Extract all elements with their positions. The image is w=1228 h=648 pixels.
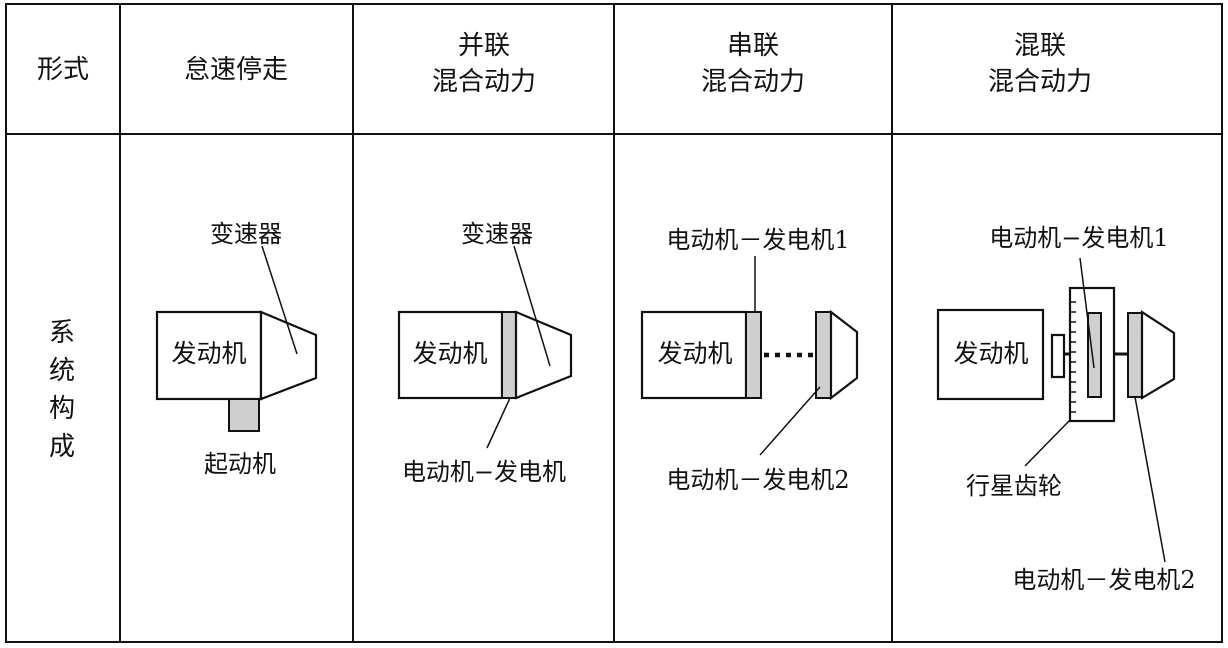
parallel-transmission-shape xyxy=(514,310,573,400)
parallel-hybrid-diagram: 变速器 发动机 电动机−发电机 xyxy=(397,220,573,486)
series-output-shape xyxy=(829,309,859,401)
idle-engine-label: 发动机 xyxy=(171,339,246,368)
series-mg2-bar xyxy=(815,311,832,399)
mixed-output-shape xyxy=(1140,309,1176,400)
mixed-mg1-label: 电动机−发电机1 xyxy=(989,224,1168,252)
mixed-planetary-gear-leader xyxy=(1024,419,1071,467)
series-mg2-leader xyxy=(759,386,821,456)
idle-transmission-label: 变速器 xyxy=(210,220,282,248)
parallel-motor-generator-bar xyxy=(501,311,517,399)
header-mixed-line1: 混联 xyxy=(1014,31,1066,61)
header-mixed-line2: 混合动力 xyxy=(988,67,1092,97)
idle-transmission-leader xyxy=(261,245,298,355)
mixed-mg2-bar xyxy=(1127,312,1143,398)
mixed-planetary-gear-teeth xyxy=(1070,301,1076,413)
header-series-line1: 串联 xyxy=(727,31,779,61)
idle-starter-label: 起动机 xyxy=(204,450,276,478)
series-engine-label: 发动机 xyxy=(657,339,732,368)
series-mg1-bar xyxy=(745,311,762,399)
idle-transmission-shape xyxy=(259,310,318,401)
mixed-mg2-leader xyxy=(1134,396,1166,563)
parallel-motor-generator-leader xyxy=(486,397,511,449)
series-engine-box xyxy=(640,310,748,400)
header-form: 形式 xyxy=(37,55,89,85)
mixed-mg1-leader xyxy=(1079,257,1095,369)
parallel-motor-generator-label: 电动机−发电机 xyxy=(402,458,566,486)
series-mg1-label: 电动机－发电机1 xyxy=(666,226,849,254)
row-label-system-composition: 系 统 构 成 xyxy=(49,318,75,462)
mixed-hybrid-diagram: 电动机−发电机1 发动机 行星齿轮 电动机－发电机2 xyxy=(936,224,1196,594)
series-mg2-label: 电动机－发电机2 xyxy=(666,466,849,494)
mixed-engine-label: 发动机 xyxy=(953,339,1028,368)
header-series-line2: 混合动力 xyxy=(701,67,805,97)
mixed-planetary-gear-label: 行星齿轮 xyxy=(966,472,1062,500)
mixed-engine-box xyxy=(936,308,1045,401)
mixed-mg1-bar xyxy=(1087,312,1102,398)
table-grid xyxy=(5,3,1223,643)
row-label-char-2: 统 xyxy=(49,356,75,386)
header-row: 形式 怠速停走 并联 混合动力 串联 混合动力 混联 混合动力 xyxy=(37,31,1092,97)
mixed-mg2-label: 电动机－发电机2 xyxy=(1012,566,1195,594)
row-label-char-4: 成 xyxy=(49,432,75,462)
parallel-transmission-leader xyxy=(513,245,551,367)
header-parallel-line1: 并联 xyxy=(458,31,510,61)
header-idle-stop: 怠速停走 xyxy=(184,55,288,85)
mixed-input-shaft-stub xyxy=(1050,333,1066,379)
row-label-char-1: 系 xyxy=(49,318,75,348)
parallel-transmission-label: 变速器 xyxy=(461,220,533,248)
parallel-engine-label: 发动机 xyxy=(412,339,487,368)
header-parallel-line2: 混合动力 xyxy=(432,67,536,97)
row-label-char-3: 构 xyxy=(49,394,75,424)
idle-engine-box xyxy=(155,310,263,401)
idle-stop-diagram: 变速器 发动机 起动机 xyxy=(155,220,318,478)
parallel-engine-box xyxy=(397,310,504,400)
idle-starter-box xyxy=(228,398,260,432)
series-hybrid-diagram: 电动机－发电机1 发动机 电动机－发电机2 xyxy=(640,226,859,494)
